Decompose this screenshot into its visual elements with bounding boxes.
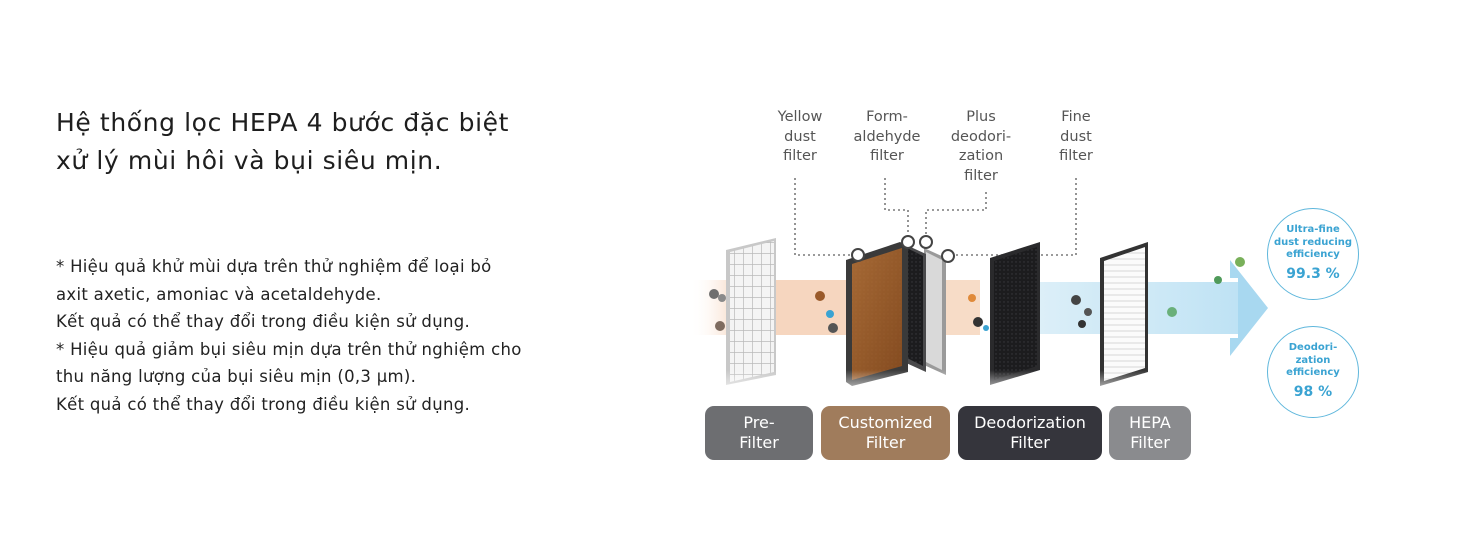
deodorization-filter-illustration (985, 242, 1045, 400)
note-line-2: axit axetic, amoniac và acetaldehyde. (56, 284, 382, 304)
leader-lines (794, 178, 1077, 256)
footnotes: * Hiệu quả khử mùi dựa trên thử nghiệm đ… (56, 253, 696, 418)
headline-line-2: xử lý mùi hôi và bụi siêu mịn. (56, 146, 443, 175)
dust-efficiency-value: 99.3 % (1286, 265, 1340, 282)
badge-pre-filter: Pre-Filter (705, 406, 813, 460)
pre-filter-illustration (720, 238, 780, 400)
note-line-1: * Hiệu quả khử mùi dựa trên thử nghiệm đ… (56, 257, 492, 276)
hepa-filter-illustration (1095, 242, 1155, 400)
deodorization-efficiency-value: 98 % (1293, 383, 1333, 400)
headline: Hệ thống lọc HEPA 4 bước đặc biệt xử lý … (56, 104, 676, 180)
note-line-5: thu năng lượng của bụi siêu mịn (0,3 µm)… (56, 367, 417, 386)
deodorization-efficiency-circle: Deodori- zation efficiency 98 % (1267, 326, 1359, 418)
filter-illustration (690, 178, 1268, 400)
dust-particles (709, 257, 1245, 333)
dust-efficiency-circle: Ultra-fine dust reducing efficiency 99.3… (1267, 208, 1359, 300)
headline-line-1: Hệ thống lọc HEPA 4 bước đặc biệt (56, 108, 510, 137)
note-line-6: Kết quả có thể thay đổi trong điều kiện … (56, 394, 471, 414)
note-line-4: * Hiệu quả giảm bụi siêu mịn dựa trên th… (56, 339, 522, 359)
note-line-3: Kết quả có thể thay đổi trong điều kiện … (56, 312, 471, 331)
customized-filter-illustration (840, 235, 955, 400)
air-flow-arrow (1230, 260, 1268, 356)
